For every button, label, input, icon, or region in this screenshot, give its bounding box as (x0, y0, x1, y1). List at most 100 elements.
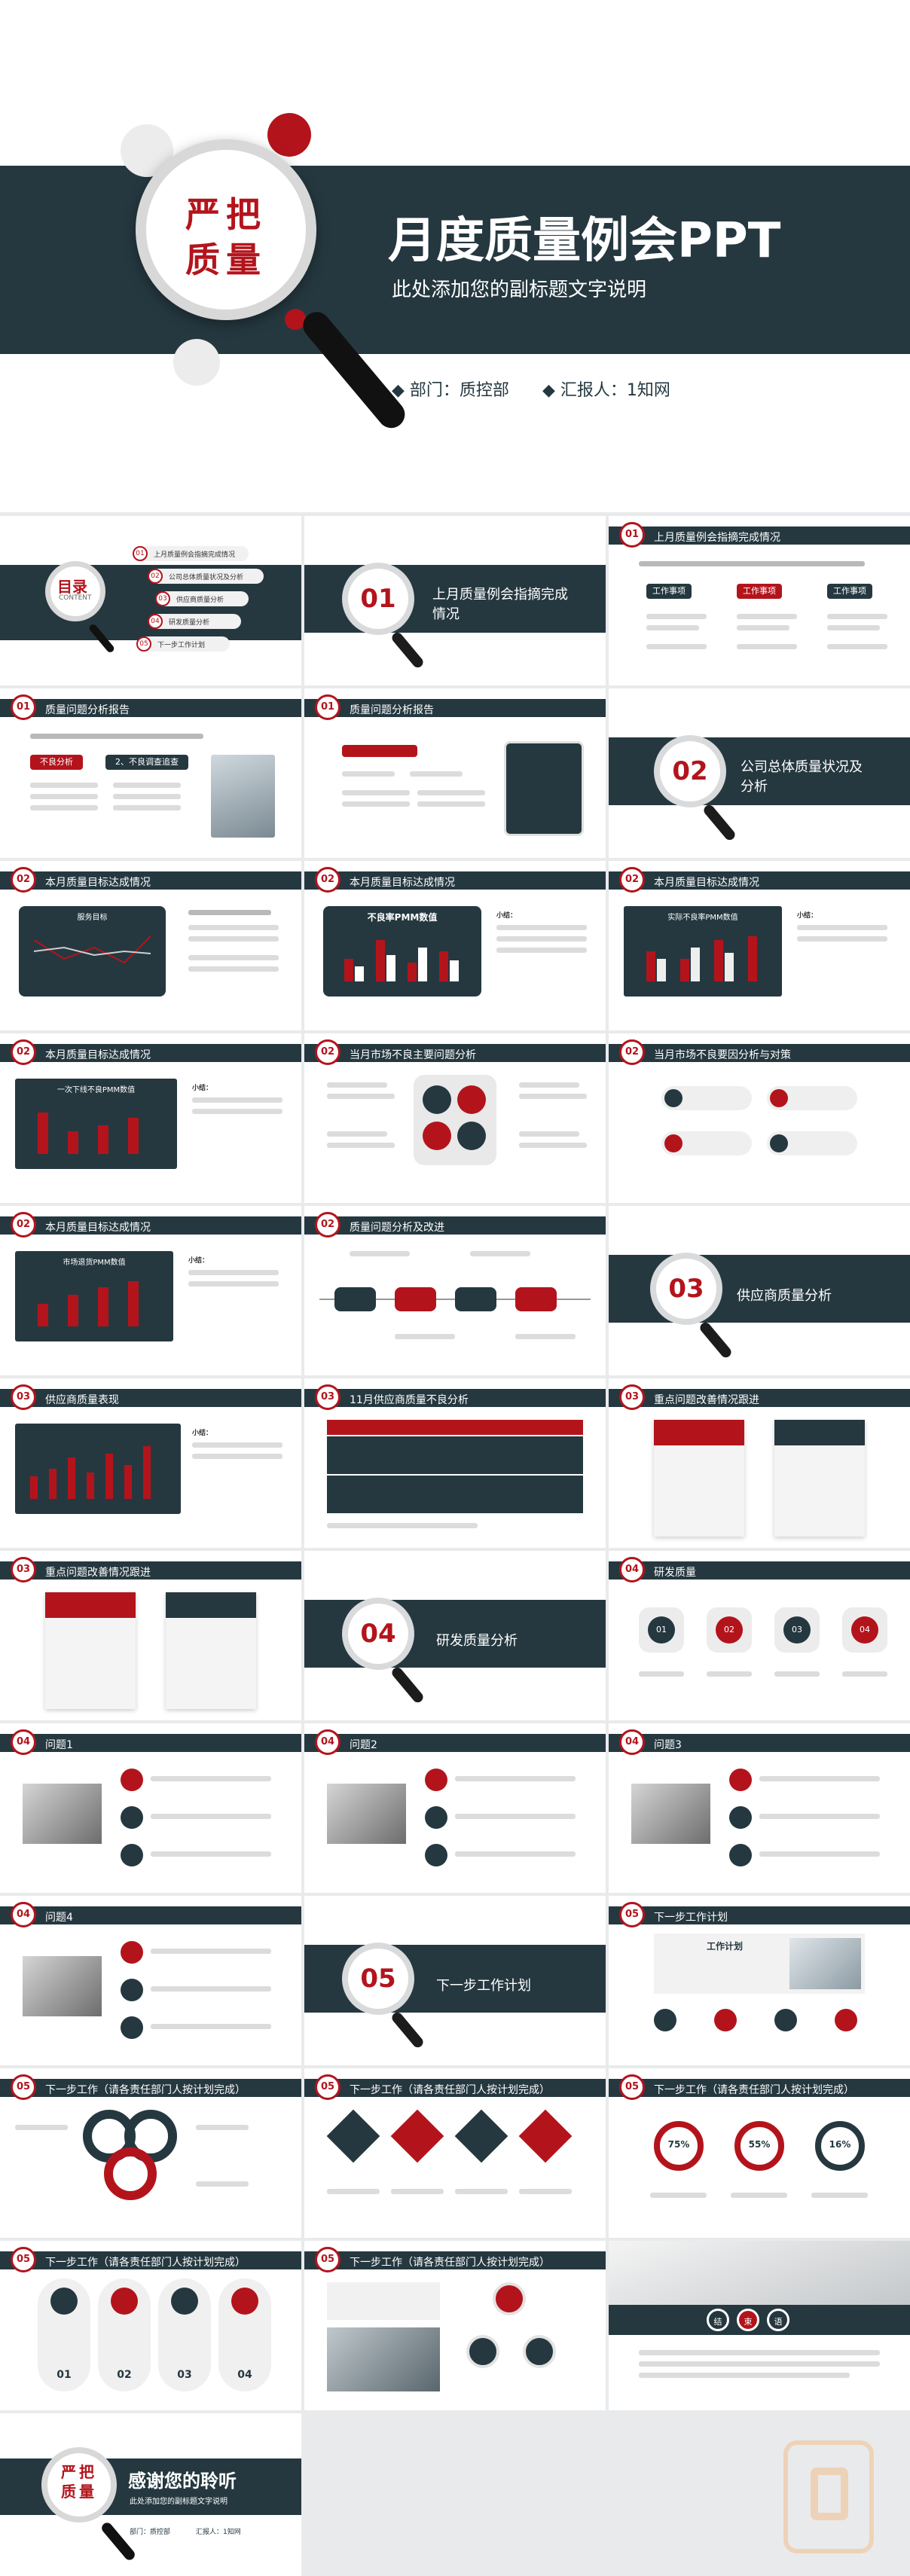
header-number: 04 (11, 1729, 36, 1755)
header-number: 02 (11, 1039, 36, 1065)
step-tile[interactable]: 02 (707, 1607, 752, 1653)
person-card[interactable]: 03 (158, 2278, 211, 2391)
step-number: 02 (117, 2369, 132, 2381)
person-card[interactable]: 02 (98, 2278, 151, 2391)
bar-area (26, 1439, 169, 1499)
text-line (731, 2193, 787, 2198)
step-card[interactable] (395, 1287, 436, 1311)
text-line (646, 614, 707, 619)
diamond-tile[interactable] (518, 2109, 573, 2163)
step-card[interactable] (334, 1287, 376, 1311)
pill-card[interactable] (661, 1131, 752, 1155)
chart-bar (725, 953, 734, 981)
diamond-tile[interactable] (326, 2109, 380, 2163)
cycle-node[interactable] (466, 2335, 499, 2368)
summary-label: 小结： (188, 1257, 209, 1265)
pill-card[interactable] (661, 1086, 752, 1110)
issue-card[interactable] (45, 1592, 136, 1709)
header-title: 问题3 (654, 1739, 682, 1751)
plan-icon[interactable] (774, 2009, 797, 2031)
toc-item[interactable]: 05 下一步工作计划 (136, 636, 230, 652)
analysis-chip[interactable] (342, 745, 417, 757)
toc-item[interactable]: 04 研发质量分析 (148, 614, 241, 629)
issue-card[interactable] (166, 1592, 256, 1709)
work-item-chip[interactable]: 工作事项 (737, 584, 782, 599)
plan-icon[interactable] (654, 2009, 676, 2031)
text-line (797, 936, 887, 942)
chart-title: 一次下线不良PMM数值 (56, 1086, 136, 1094)
header-title: 下一步工作（请各责任部门人按计划完成） (350, 2084, 550, 2096)
text-line (192, 1097, 282, 1103)
magnifier-handle-icon (389, 630, 426, 670)
text-line (519, 1143, 587, 1148)
problem-photo (23, 1956, 102, 2016)
issue-card[interactable] (774, 1420, 865, 1537)
work-item-chip[interactable]: 工作事项 (827, 584, 872, 599)
issue-card-head (774, 1420, 865, 1445)
step-tile[interactable]: 01 (639, 1607, 684, 1653)
text-line (30, 734, 203, 739)
step-card[interactable] (455, 1287, 496, 1311)
defect-chip[interactable]: 2、不良调查追查 (105, 755, 188, 770)
issue-card[interactable] (654, 1420, 744, 1537)
step-card[interactable] (515, 1287, 557, 1311)
header-title: 下一步工作（请各责任部门人按计划完成） (350, 2257, 550, 2269)
gear-panel (414, 1075, 496, 1165)
toc-label-en: CONTENT (59, 594, 92, 602)
header-title: 当月市场不良主要问题分析 (350, 1049, 476, 1061)
header-number: 05 (11, 2247, 36, 2272)
plan-icon[interactable] (714, 2009, 737, 2031)
hand-icon (121, 1806, 143, 1829)
toc-item[interactable]: 03 供应商质量分析 (155, 591, 249, 606)
header-title: 下一步工作计划 (654, 1912, 728, 1924)
plan-icon[interactable] (835, 2009, 857, 2031)
header-title: 本月质量目标达成情况 (45, 877, 151, 889)
text-line (327, 1523, 478, 1528)
text-line (151, 1949, 271, 1954)
text-line (737, 625, 789, 630)
text-line (759, 1814, 880, 1819)
person-card[interactable]: 01 (38, 2278, 90, 2391)
pill-card[interactable] (767, 1086, 857, 1110)
cycle-node[interactable] (493, 2282, 526, 2315)
edit-icon (425, 1769, 447, 1791)
pill-card[interactable] (767, 1131, 857, 1155)
ring-diagram (104, 2147, 157, 2200)
diamond-tile[interactable] (454, 2109, 508, 2163)
toc-item[interactable]: 02 公司总体质量状况及分析 (148, 569, 264, 584)
progress-ring: 55% (734, 2121, 784, 2171)
step-number: 03 (783, 1616, 811, 1644)
header-title: 供应商质量表现 (45, 1394, 119, 1406)
step-number: 01 (56, 2369, 72, 2381)
cover-subtitle: 此处添加您的副标题文字说明 (392, 279, 647, 301)
thanks-dept: 部门：质控部 (130, 2529, 171, 2536)
cycle-node[interactable] (523, 2335, 556, 2368)
person-card[interactable]: 04 (218, 2278, 271, 2391)
diamond-tile[interactable] (390, 2109, 444, 2163)
header-number: 03 (619, 1384, 645, 1410)
work-item-chip[interactable]: 工作事项 (646, 584, 692, 599)
step-tile[interactable]: 04 (842, 1607, 887, 1653)
defect-chip[interactable]: 不良分析 (30, 755, 83, 770)
text-line (391, 2189, 444, 2194)
chart-bar (128, 1118, 139, 1154)
text-line (188, 925, 279, 930)
toc-item[interactable]: 01 上月质量例会指摘完成情况 (133, 546, 249, 561)
header-number: 03 (11, 1557, 36, 1583)
chart-bar (38, 1304, 48, 1326)
hand-icon (121, 1979, 143, 2001)
chart-bar (748, 936, 757, 981)
text-line (650, 2193, 707, 2198)
step-tile[interactable]: 03 (774, 1607, 820, 1653)
